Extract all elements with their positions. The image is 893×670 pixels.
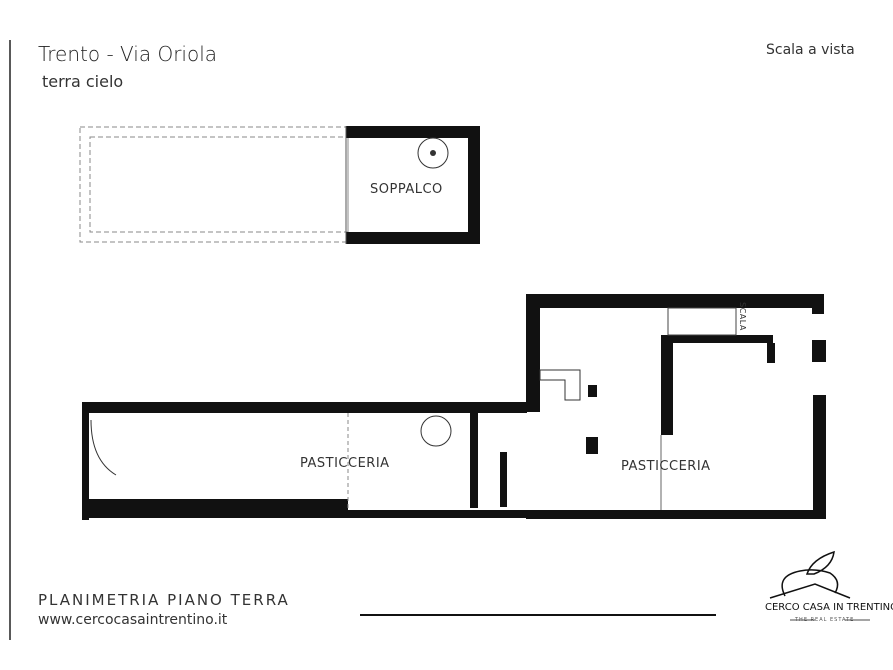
- page-subtitle: terra cielo: [42, 72, 124, 91]
- page-title: Trento - Via Oriola: [38, 42, 218, 66]
- room-label-pasticceria-right: PASTICCERIA: [621, 459, 711, 474]
- mezzanine-plan: [79, 126, 480, 244]
- website-link[interactable]: www.cercocasaintrentino.it: [38, 612, 228, 628]
- room-label-soppalco: SOPPALCO: [370, 182, 443, 197]
- brand-tagline: THE REAL ESTATE: [795, 617, 855, 623]
- room-label-pasticceria-left: PASTICCERIA: [300, 456, 390, 471]
- stair-label: SCALA: [737, 302, 747, 331]
- ground-floor-plan: [82, 294, 826, 520]
- brand-name: CERCO CASA IN TRENTINO: [765, 602, 893, 613]
- plan-title: PLANIMETRIA PIANO TERRA: [38, 591, 290, 609]
- scale-note: Scala a vista: [766, 42, 855, 58]
